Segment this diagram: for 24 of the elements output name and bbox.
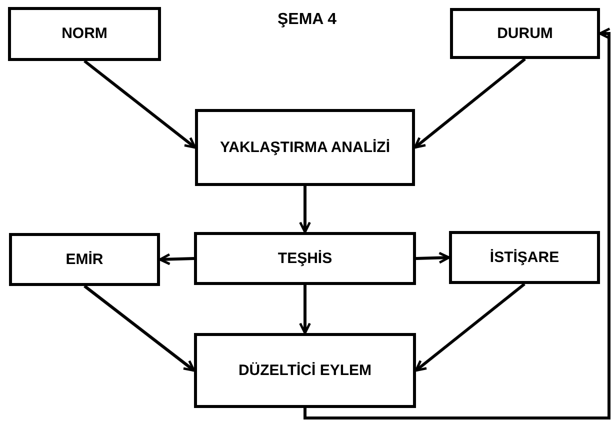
arrow [299,285,311,334]
arrow [84,284,196,372]
process-box [195,109,415,186]
box-label: DÜZELTİCİ EYLEM [238,360,372,381]
arrow [414,58,526,149]
process-box [450,8,600,59]
arrow [414,282,526,372]
process-box [194,333,416,408]
arrow [84,60,196,149]
box-label: İSTİŞARE [490,248,560,268]
box-label: NORM [62,24,108,44]
arrow [304,28,611,420]
arrow [416,252,450,264]
box-label: YAKLAŞTIRMA ANALİZİ [220,138,390,158]
process-box [194,232,416,285]
process-box [8,7,161,61]
arrow [299,186,311,234]
diagram-title: ŞEMA 4 [276,10,338,30]
process-box [9,233,160,286]
box-label: DURUM [497,24,553,44]
box-label: TEŞHİS [278,248,332,269]
arrow [158,253,194,266]
box-label: EMİR [66,250,104,270]
process-box [449,231,600,284]
